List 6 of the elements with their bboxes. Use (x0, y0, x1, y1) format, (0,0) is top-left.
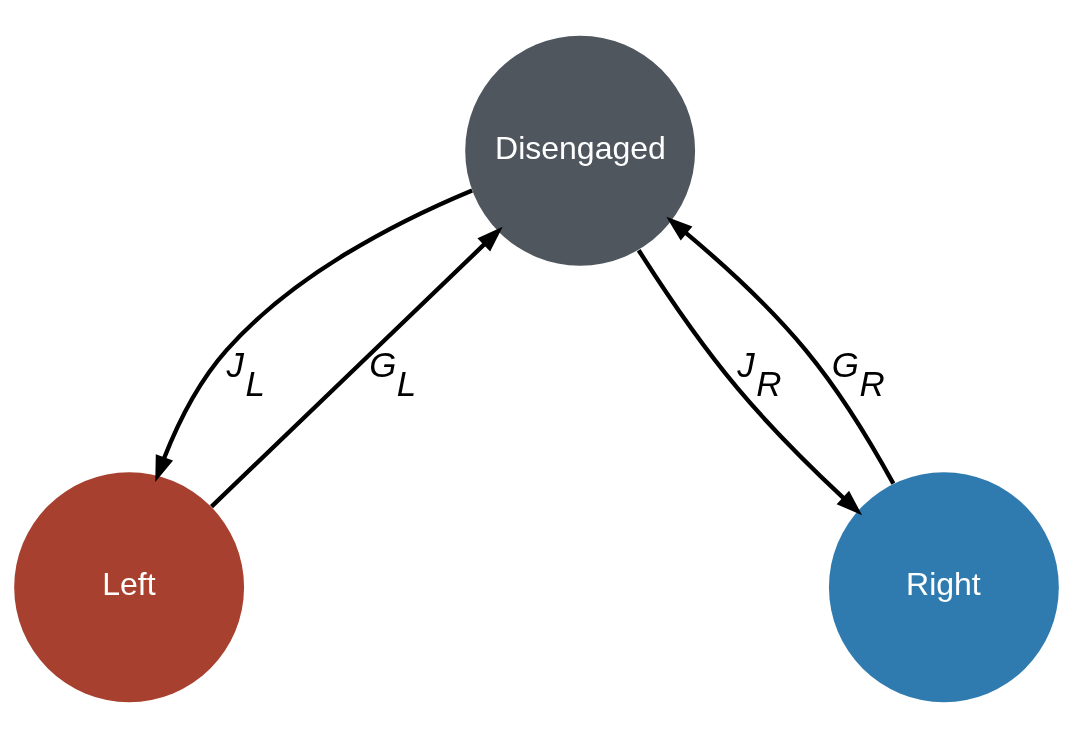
arrow (210, 226, 503, 508)
node-circle: Left (14, 471, 245, 702)
node-circle: Right (828, 471, 1059, 702)
arrow (155, 187, 473, 482)
arrow (636, 248, 863, 515)
arrow (666, 216, 896, 485)
